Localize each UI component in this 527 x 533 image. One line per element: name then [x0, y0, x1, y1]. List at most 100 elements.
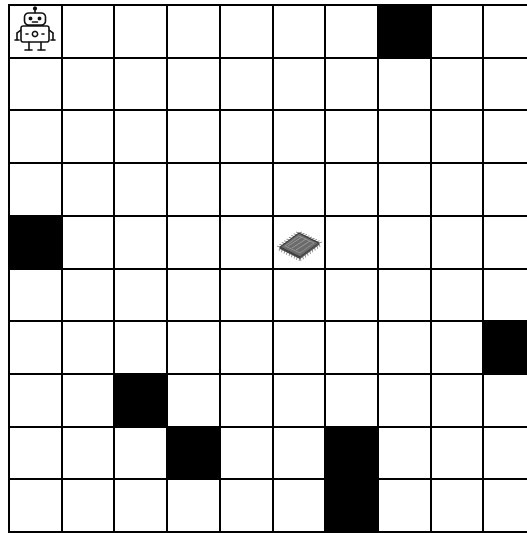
grid-cell — [221, 59, 272, 109]
grid-cell — [379, 375, 430, 426]
grid-cell — [168, 111, 219, 162]
grid-cell — [326, 59, 377, 109]
grid-cell — [168, 164, 219, 215]
grid-cell — [115, 322, 166, 373]
grid-cell — [63, 111, 113, 162]
grid-cell — [115, 217, 166, 268]
grid-cell — [63, 322, 113, 373]
wall-cell — [326, 480, 377, 531]
grid-cell — [484, 428, 527, 478]
grid-cell — [168, 375, 219, 426]
grid-cell — [274, 480, 324, 531]
grid-cell — [326, 375, 377, 426]
grid-cell — [63, 375, 113, 426]
wall-cell — [484, 322, 527, 373]
grid-cell — [274, 322, 324, 373]
grid-cell — [274, 428, 324, 478]
grid-cell — [168, 322, 219, 373]
grid-cell — [221, 111, 272, 162]
grid-cell — [326, 217, 377, 268]
grid-cell — [168, 6, 219, 57]
grid-cell — [484, 6, 527, 57]
grid-cell — [115, 480, 166, 531]
grid-cell — [168, 480, 219, 531]
grid-cell — [115, 270, 166, 320]
grid-cell — [274, 164, 324, 215]
grid-cell — [326, 270, 377, 320]
grid-cell — [379, 164, 430, 215]
grid-cell — [63, 270, 113, 320]
grid-cell — [274, 270, 324, 320]
grid-cell — [221, 428, 272, 478]
grid-cell — [10, 480, 61, 531]
grid-cell — [168, 59, 219, 109]
grid-cell — [115, 428, 166, 478]
grid-cell — [432, 375, 482, 426]
grid-cell — [63, 6, 113, 57]
grid-cell — [63, 217, 113, 268]
grid-cell — [221, 480, 272, 531]
grid-cell — [274, 111, 324, 162]
grid-cell — [10, 428, 61, 478]
grid-cell — [326, 322, 377, 373]
grid-cell — [115, 111, 166, 162]
grid-cell — [10, 6, 61, 57]
grid-cell — [63, 428, 113, 478]
grid-cell — [10, 111, 61, 162]
grid-cell — [484, 217, 527, 268]
grid-cell — [379, 480, 430, 531]
grid-cell — [484, 480, 527, 531]
grid-cell — [10, 375, 61, 426]
grid-board — [8, 4, 527, 533]
grid-cell — [432, 6, 482, 57]
grid-cell — [115, 6, 166, 57]
grid-cell — [432, 322, 482, 373]
grid-cell — [326, 164, 377, 215]
grid-cell — [379, 428, 430, 478]
grid-cell — [484, 164, 527, 215]
grid-cell — [221, 322, 272, 373]
grid-cell — [432, 428, 482, 478]
grid-cell — [10, 322, 61, 373]
grid-cell — [379, 111, 430, 162]
wall-cell — [326, 428, 377, 478]
grid-cell — [379, 217, 430, 268]
grid-cell — [274, 375, 324, 426]
grid-cell — [63, 164, 113, 215]
grid-cell — [63, 480, 113, 531]
grid-cell — [432, 164, 482, 215]
grid-cell — [274, 59, 324, 109]
grid-cell — [274, 6, 324, 57]
grid-cell — [432, 111, 482, 162]
grid-cell — [484, 375, 527, 426]
grid-cell — [326, 111, 377, 162]
grid-cell — [221, 217, 272, 268]
grid-cell — [379, 322, 430, 373]
grid-cell — [168, 217, 219, 268]
wall-cell — [115, 375, 166, 426]
wall-cell — [10, 217, 61, 268]
grid-cell — [115, 59, 166, 109]
grid-cell — [63, 59, 113, 109]
grid-cell — [379, 270, 430, 320]
grid-cell — [10, 59, 61, 109]
grid-cell — [379, 59, 430, 109]
grid-cell — [274, 217, 324, 268]
grid-cell — [484, 111, 527, 162]
grid-cell — [10, 270, 61, 320]
grid-cell — [432, 59, 482, 109]
grid-cell — [484, 270, 527, 320]
grid-cell — [221, 6, 272, 57]
grid-cell — [484, 59, 527, 109]
grid-cell — [221, 375, 272, 426]
grid-cell — [326, 6, 377, 57]
grid-cell — [221, 270, 272, 320]
grid-cell — [432, 217, 482, 268]
grid-cell — [168, 270, 219, 320]
wall-cell — [379, 6, 430, 57]
grid-cell — [432, 270, 482, 320]
wall-cell — [168, 428, 219, 478]
grid-cell — [221, 164, 272, 215]
grid-cell — [432, 480, 482, 531]
grid-cell — [10, 164, 61, 215]
